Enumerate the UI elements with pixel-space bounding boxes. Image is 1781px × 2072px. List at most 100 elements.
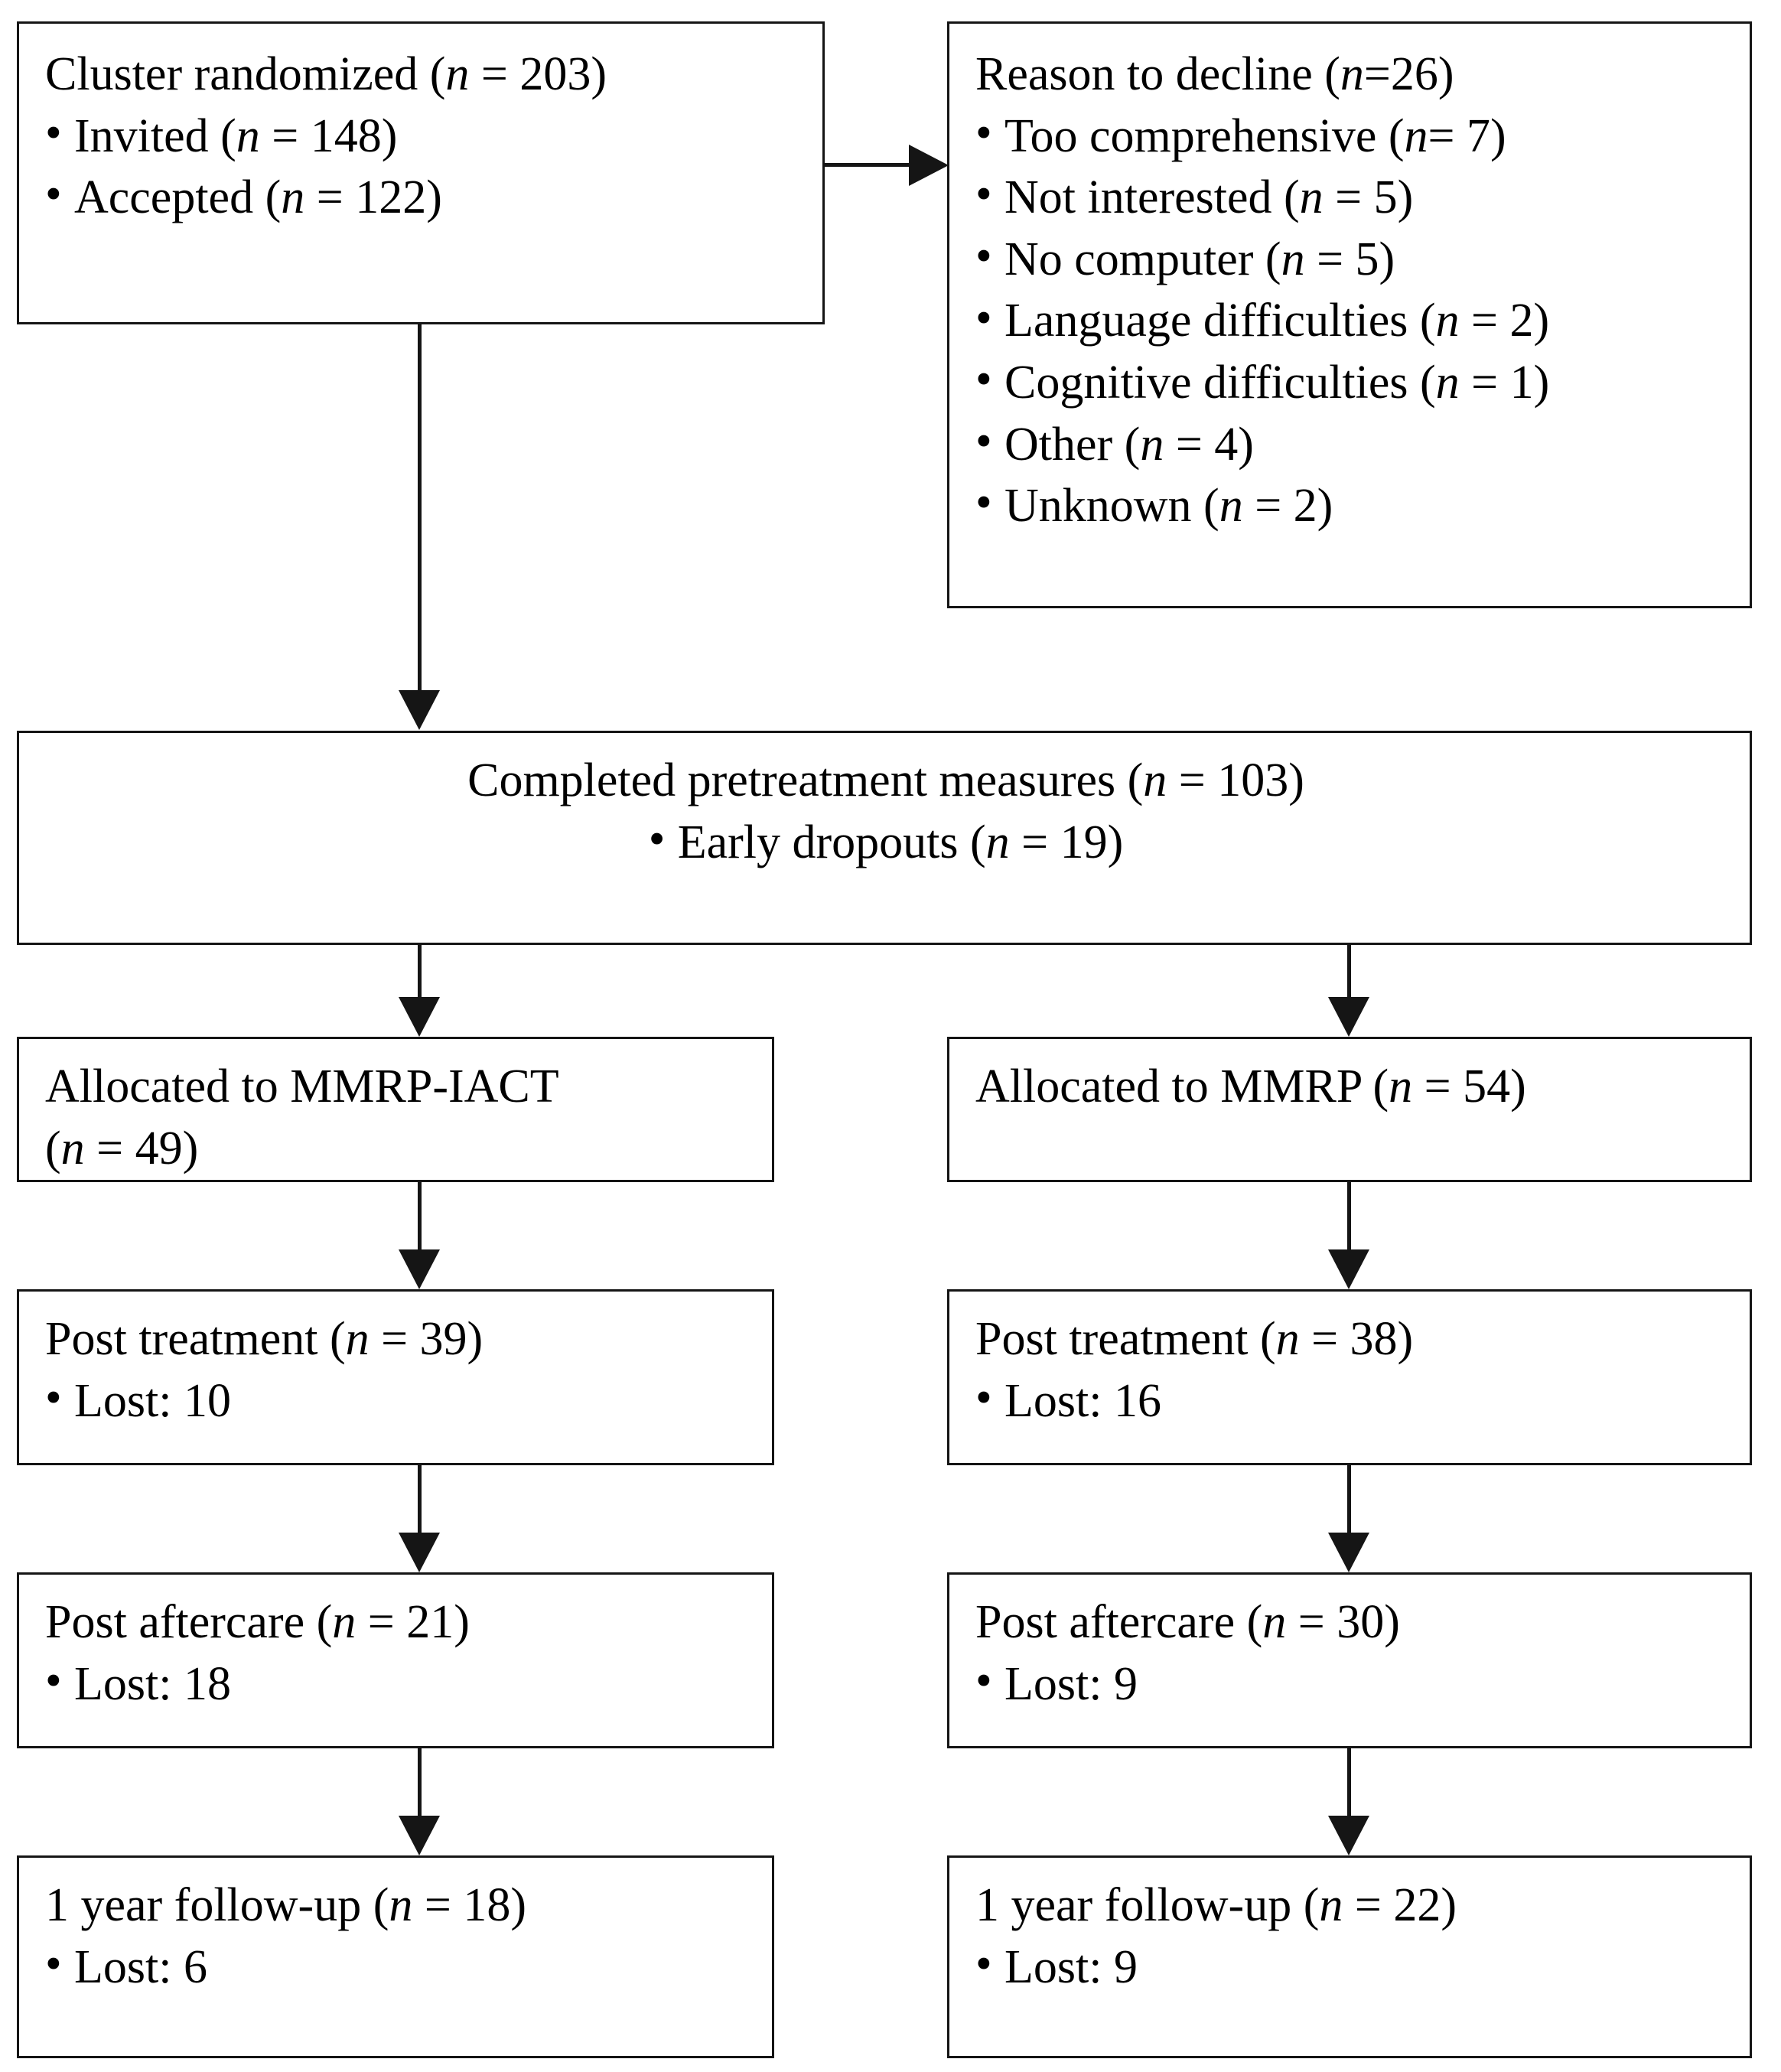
list-item: Other (n = 4)	[975, 411, 1727, 476]
connector-aftercare-left-to-followup-line	[418, 1748, 422, 1817]
allocated-left-tail: = 49)	[84, 1122, 199, 1174]
post-treatment-left-heading: Post treatment (n = 39)	[45, 1308, 749, 1370]
box-followup-left: 1 year follow-up (n = 18) Lost: 6	[17, 1855, 774, 2058]
post-treatment-left-heading-text: Post treatment (	[45, 1313, 346, 1365]
list-item-label: Lost: 16	[1004, 1374, 1161, 1427]
connector-pretreatment-to-allocated-left-arrowhead	[399, 997, 440, 1037]
cluster-randomized-heading-tail: = 203)	[469, 48, 607, 100]
followup-right-heading-tail: = 22)	[1343, 1879, 1457, 1931]
box-allocated-mmrp-iact: Allocated to MMRP-IACT (n = 49)	[17, 1037, 774, 1182]
list-item-tail: = 2)	[1459, 295, 1550, 347]
italic-n: n	[1435, 356, 1460, 409]
list-item: Lost: 18	[45, 1650, 749, 1715]
italic-n: n	[1435, 295, 1460, 347]
italic-n: n	[1281, 233, 1305, 285]
list-item-label: Lost: 10	[74, 1374, 231, 1427]
list-item: Lost: 9	[975, 1650, 1727, 1715]
connector-cluster-to-pretreatment-line	[418, 324, 422, 692]
post-treatment-right-heading-text: Post treatment (	[975, 1313, 1276, 1365]
connector-aftercare-left-to-followup-arrowhead	[399, 1816, 440, 1855]
italic-n: n	[1219, 480, 1243, 533]
post-treatment-right-items: Lost: 16	[975, 1367, 1727, 1432]
list-item: Lost: 16	[975, 1367, 1727, 1432]
italic-n: n	[1262, 1596, 1287, 1648]
italic-n: n	[389, 1879, 413, 1931]
list-item-label: Lost: 6	[74, 1940, 207, 1993]
list-item-tail: = 148)	[259, 109, 398, 162]
post-aftercare-right-items: Lost: 9	[975, 1650, 1727, 1715]
list-item: Lost: 9	[975, 1934, 1727, 1999]
list-item-tail: = 4)	[1164, 418, 1254, 471]
connector-allocated-right-to-post-treatment-line	[1347, 1182, 1351, 1251]
connector-pretreatment-to-allocated-left-line	[418, 945, 422, 999]
list-item-label: Other (	[1004, 418, 1141, 471]
italic-n: n	[332, 1596, 357, 1648]
list-item: Early dropouts (n = 19)	[649, 809, 1124, 874]
post-aftercare-right-heading-text: Post aftercare (	[975, 1596, 1263, 1648]
italic-n: n	[236, 109, 260, 162]
list-item-label: Language difficulties (	[1004, 295, 1436, 347]
connector-pretreatment-to-allocated-right-line	[1347, 945, 1351, 999]
list-item-tail: = 5)	[1323, 171, 1414, 224]
allocated-left-heading: Allocated to MMRP-IACT	[45, 1060, 559, 1113]
connector-post-treatment-left-to-aftercare-line	[418, 1465, 422, 1534]
list-item-tail: = 5)	[1304, 233, 1395, 285]
box-allocated-mmrp: Allocated to MMRP (n = 54)	[947, 1037, 1752, 1182]
post-treatment-left-heading-tail: = 39)	[369, 1313, 484, 1365]
list-item: Not interested (n = 5)	[975, 164, 1727, 229]
italic-n: n	[985, 816, 1010, 868]
italic-n: n	[1140, 418, 1164, 471]
list-item: Too comprehensive (n= 7)	[975, 103, 1727, 168]
followup-left-heading-text: 1 year follow-up (	[45, 1879, 389, 1931]
post-aftercare-left-items: Lost: 18	[45, 1650, 749, 1715]
followup-right-heading: 1 year follow-up (n = 22)	[975, 1875, 1727, 1937]
list-item-label: Too comprehensive (	[1004, 109, 1405, 162]
list-item: Unknown (n = 2)	[975, 472, 1727, 537]
followup-right-items: Lost: 9	[975, 1934, 1727, 1999]
post-aftercare-right-heading: Post aftercare (n = 30)	[975, 1591, 1727, 1653]
list-item-label: Lost: 9	[1004, 1657, 1138, 1710]
connector-allocated-left-to-post-treatment-arrowhead	[399, 1249, 440, 1289]
list-item-tail: = 122)	[304, 171, 442, 224]
post-aftercare-right-heading-tail: = 30)	[1286, 1596, 1400, 1648]
box-post-treatment-right: Post treatment (n = 38) Lost: 16	[947, 1289, 1752, 1465]
italic-n: n	[1275, 1313, 1300, 1365]
completed-pretreatment-items: Early dropouts (n = 19)	[45, 809, 1727, 874]
italic-n: n	[1340, 48, 1364, 100]
post-aftercare-left-heading-tail: = 21)	[356, 1596, 470, 1648]
list-item-tail: = 1)	[1459, 356, 1550, 409]
connector-post-treatment-left-to-aftercare-arrowhead	[399, 1533, 440, 1572]
completed-pretreatment-heading-tail: = 103)	[1167, 754, 1304, 806]
followup-right-heading-text: 1 year follow-up (	[975, 1879, 1320, 1931]
box-post-aftercare-left: Post aftercare (n = 21) Lost: 18	[17, 1572, 774, 1748]
box-reason-to-decline: Reason to decline (n=26) Too comprehensi…	[947, 21, 1752, 608]
connector-allocated-right-to-post-treatment-arrowhead	[1328, 1249, 1369, 1289]
italic-n: n	[1404, 109, 1428, 162]
list-item-label: Not interested (	[1004, 171, 1300, 224]
italic-n: n	[1389, 1060, 1413, 1113]
list-item: Accepted (n = 122)	[45, 164, 799, 229]
list-item: Lost: 10	[45, 1367, 749, 1432]
followup-left-items: Lost: 6	[45, 1934, 749, 1999]
reason-to-decline-heading: Reason to decline (n=26)	[975, 44, 1727, 106]
followup-left-heading-tail: = 18)	[412, 1879, 526, 1931]
connector-cluster-to-pretreatment-arrowhead	[399, 690, 440, 730]
post-aftercare-left-heading-text: Post aftercare (	[45, 1596, 333, 1648]
followup-left-heading: 1 year follow-up (n = 18)	[45, 1875, 749, 1937]
post-treatment-right-heading-tail: = 38)	[1299, 1313, 1414, 1365]
post-treatment-left-items: Lost: 10	[45, 1367, 749, 1432]
box-post-treatment-left: Post treatment (n = 39) Lost: 10	[17, 1289, 774, 1465]
list-item-label: Accepted (	[74, 171, 282, 224]
reason-to-decline-items: Too comprehensive (n= 7) Not interested …	[975, 103, 1727, 537]
box-post-aftercare-right: Post aftercare (n = 30) Lost: 9	[947, 1572, 1752, 1748]
connector-aftercare-right-to-followup-arrowhead	[1328, 1816, 1369, 1855]
completed-pretreatment-heading: Completed pretreatment measures (n = 103…	[45, 750, 1727, 812]
box-completed-pretreatment: Completed pretreatment measures (n = 103…	[17, 731, 1752, 945]
box-followup-right: 1 year follow-up (n = 22) Lost: 9	[947, 1855, 1752, 2058]
connector-post-treatment-right-to-aftercare-line	[1347, 1465, 1351, 1534]
cluster-randomized-items: Invited (n = 148) Accepted (n = 122)	[45, 103, 799, 229]
list-item: Cognitive difficulties (n = 1)	[975, 349, 1727, 414]
list-item-tail: = 2)	[1242, 480, 1333, 533]
list-item-label: Lost: 18	[74, 1657, 231, 1710]
